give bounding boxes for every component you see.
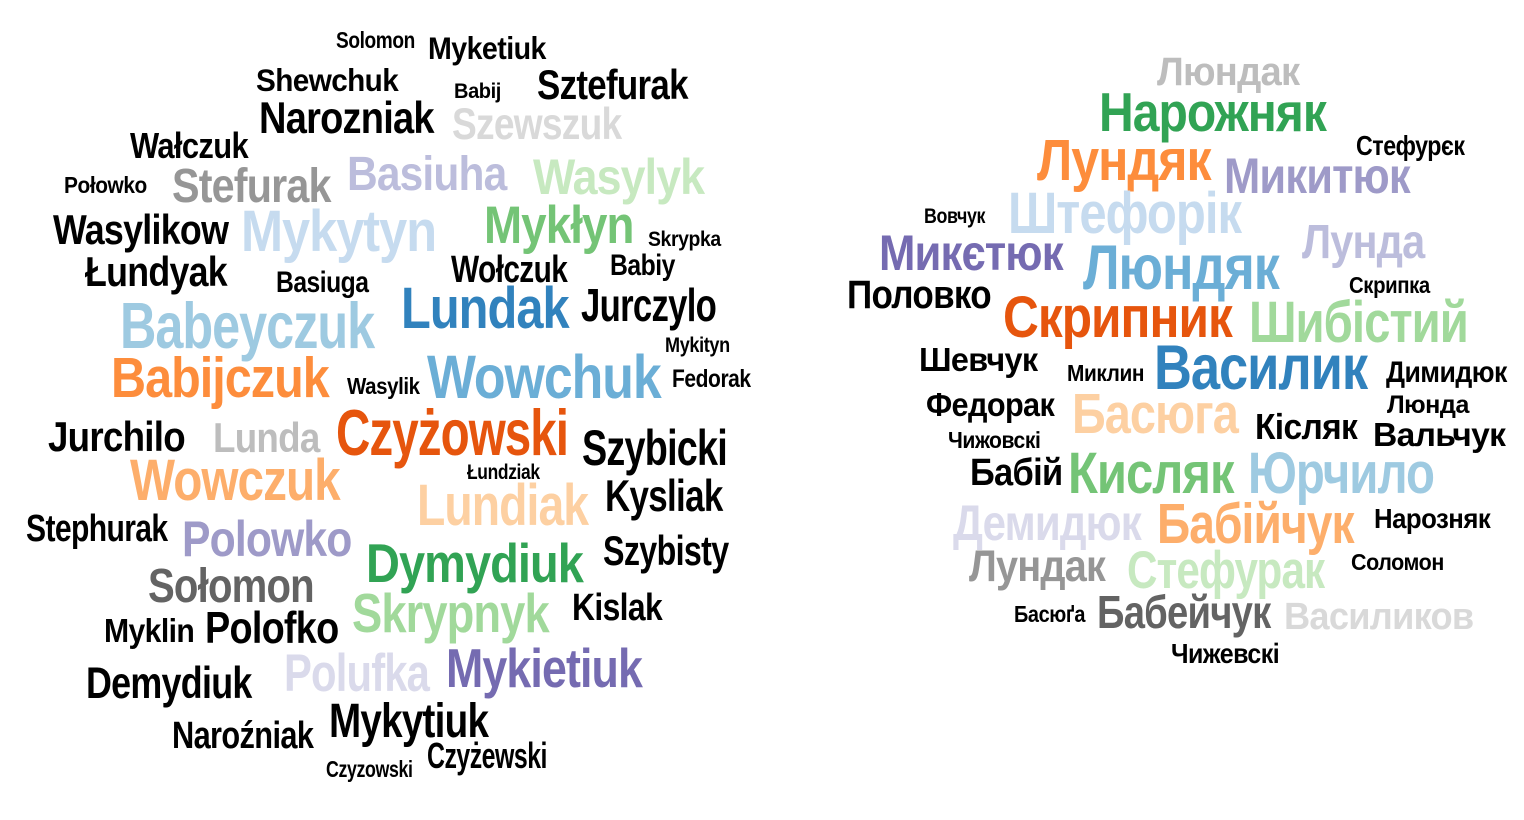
word-cyrillic-36: Василиков	[1284, 596, 1474, 639]
word-latin-17: Łundyak	[85, 248, 228, 295]
word-latin-12: Wasylyk	[533, 147, 705, 205]
word-cyrillic-29: Бабійчук	[1157, 493, 1355, 557]
word-cyrillic-23: Кісляк	[1255, 407, 1358, 448]
word-cyrillic-4: Лундяк	[1037, 128, 1212, 194]
word-latin-30: Lunda	[213, 414, 320, 461]
word-latin-44: Myklin	[104, 613, 195, 651]
word-latin-51: Czyzowski	[326, 755, 413, 782]
word-cyrillic-12: Половко	[847, 273, 992, 318]
word-cyrillic-16: Миклин	[1067, 359, 1145, 386]
word-latin-52: Czyżewski	[427, 736, 547, 777]
word-latin-28: Fedorak	[672, 364, 751, 393]
word-latin-6: Narozniak	[259, 93, 435, 143]
word-cyrillic-34: Басюґа	[1014, 600, 1086, 627]
word-cyrillic-13: Скрипник	[1003, 285, 1233, 351]
word-latin-41: Sołomon	[148, 558, 315, 613]
word-cyrillic-1: Люндак	[1157, 50, 1300, 95]
word-latin-5: Sztefurak	[537, 61, 689, 108]
word-cyrillic-22: Чижовскі	[948, 426, 1041, 453]
word-cyrillic-11: Скрипка	[1349, 271, 1430, 298]
word-cyrillic-25: Бабій	[970, 452, 1063, 495]
word-latin-25: Babijczuk	[111, 347, 330, 411]
word-latin-27: Wowchuk	[427, 343, 662, 412]
word-latin-13: Wasylikow	[53, 206, 229, 253]
word-latin-36: Lundiak	[417, 473, 589, 539]
word-latin-7: Szewszuk	[452, 99, 622, 149]
word-cyrillic-17: Василик	[1154, 333, 1368, 403]
word-latin-42: Skrypnyk	[352, 583, 550, 645]
word-latin-23: Babeyczuk	[120, 288, 375, 362]
word-latin-35: Kysliak	[605, 471, 723, 521]
word-latin-9: Połowko	[64, 171, 147, 198]
word-cyrillic-15: Шевчук	[919, 342, 1038, 380]
word-cyrillic-10: Люндяк	[1083, 233, 1280, 303]
word-latin-19: Wołczuk	[451, 249, 568, 292]
word-latin-10: Stefurak	[172, 158, 331, 213]
word-cyrillic-20: Басюга	[1072, 383, 1239, 447]
word-latin-39: Szybisty	[603, 527, 729, 574]
word-cyrillic-28: Демидюк	[953, 493, 1142, 551]
word-latin-2: Myketiuk	[428, 29, 546, 66]
word-cyrillic-21: Люнда	[1387, 390, 1469, 419]
word-latin-20: Babiy	[610, 248, 675, 282]
word-cyrillic-9: Микєтюк	[879, 223, 1064, 281]
word-cyrillic-6: Вовчук	[924, 205, 986, 228]
word-cyrillic-33: Соломон	[1351, 548, 1444, 575]
word-latin-46: Demydiuk	[86, 658, 252, 708]
word-latin-34: Wowczuk	[130, 448, 341, 514]
word-latin-26: Wasylik	[347, 372, 420, 399]
word-latin-22: Jurczylo	[581, 278, 717, 331]
word-latin-21: Lundak	[401, 276, 570, 342]
word-cyrillic-19: Федорак	[926, 387, 1055, 425]
word-latin-4: Babij	[454, 80, 501, 103]
word-latin-1: Solomon	[336, 26, 415, 53]
word-latin-40: Dymydiuk	[366, 533, 584, 595]
word-cyrillic-2: Нарожняк	[1099, 82, 1327, 144]
word-cyrillic-35: Бабейчук	[1097, 585, 1271, 638]
word-latin-43: Kislak	[572, 587, 663, 630]
word-latin-47: Polufka	[284, 643, 430, 703]
word-cyrillic-3: Стефурєк	[1356, 129, 1465, 161]
word-cyrillic-8: Лунда	[1302, 214, 1425, 269]
word-latin-31: Czyżowski	[336, 395, 569, 469]
word-latin-29: Jurchilo	[48, 413, 186, 460]
word-cyrillic-27: Юрчило	[1248, 441, 1435, 507]
word-cyrillic-5: Микитюк	[1224, 146, 1411, 204]
word-cyrillic-26: Кисляк	[1068, 441, 1235, 507]
word-latin-15: Mykłyn	[484, 195, 634, 255]
word-cyrillic-32: Стефурак	[1127, 540, 1325, 600]
word-latin-50: Naroźniak	[172, 715, 314, 758]
word-latin-11: Basiuha	[347, 146, 507, 201]
word-latin-18: Basiuga	[276, 265, 369, 299]
word-latin-14: Mykytyn	[241, 199, 437, 265]
word-cyrillic-7: Штефорік	[1008, 181, 1242, 247]
word-latin-37: Stephurak	[26, 508, 168, 551]
word-latin-8: Wałczuk	[130, 126, 249, 167]
word-latin-32: Szybicki	[582, 418, 728, 476]
word-cyrillic-14: Шибістий	[1249, 290, 1469, 356]
word-latin-49: Mykytiuk	[329, 693, 489, 748]
word-latin-33: Łundziak	[467, 461, 540, 484]
word-latin-38: Polowko	[182, 509, 352, 567]
word-cyrillic-24: Вальчук	[1373, 417, 1506, 455]
word-latin-24: Mykityn	[665, 334, 730, 357]
word-latin-45: Polofko	[205, 603, 339, 653]
word-cyrillic-31: Лундак	[969, 541, 1106, 591]
word-cyrillic-30: Нарозняк	[1374, 502, 1491, 534]
word-cyrillic-37: Чижевскі	[1171, 637, 1280, 669]
word-latin-16: Skrypka	[648, 228, 721, 251]
word-latin-3: Shewchuk	[256, 61, 399, 98]
word-latin-48: Mykietiuk	[446, 638, 643, 700]
word-cyrillic-18: Димидюк	[1386, 355, 1507, 389]
